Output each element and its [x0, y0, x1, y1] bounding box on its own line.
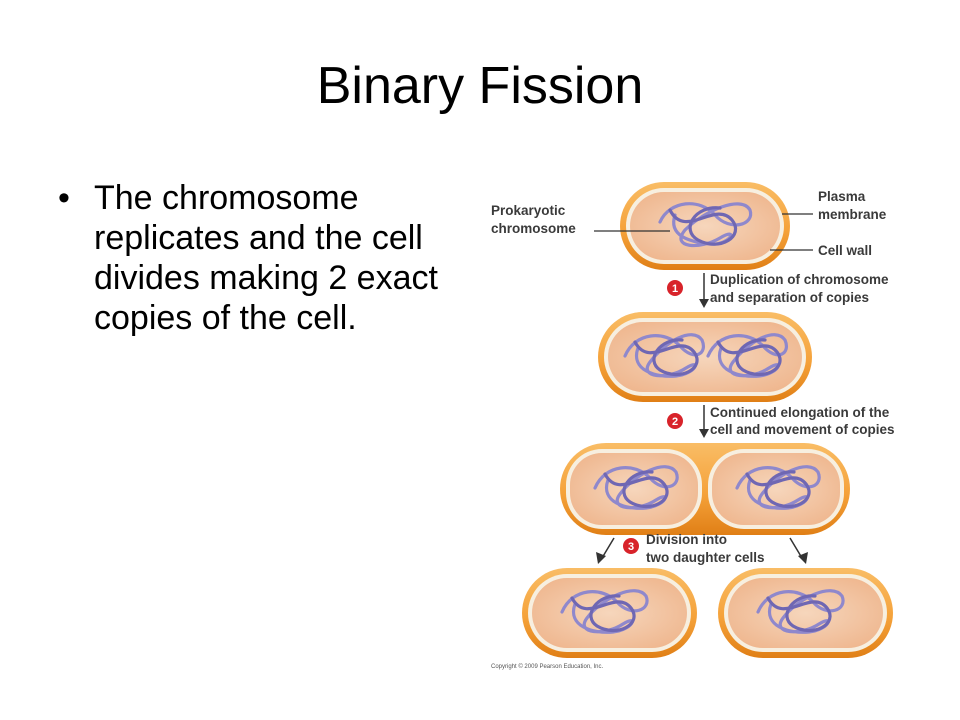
- label-plasma: Plasma: [818, 189, 866, 204]
- binary-fission-diagram: 1 2 3 Prokaryotic chromosome Plasma memb…: [470, 170, 950, 680]
- step-3-marker: 3: [623, 538, 639, 554]
- chromosome-tangle-left: [623, 333, 705, 378]
- step-3-line-2: two daughter cells: [646, 550, 765, 565]
- chromosome-tangle: [658, 202, 753, 248]
- label-chromosome: chromosome: [491, 221, 576, 236]
- bullet-list: • The chromosome replicates and the cell…: [58, 178, 448, 338]
- cytoplasm-shape: [630, 192, 780, 260]
- cytoplasm-shape: [532, 578, 687, 648]
- chromosome-tangle-right: [706, 333, 788, 378]
- chromosome-tangle: [756, 589, 845, 634]
- label-membrane: membrane: [818, 207, 887, 222]
- svg-text:3: 3: [628, 541, 634, 553]
- bullet-dot: •: [58, 179, 70, 217]
- leader-lines: [594, 213, 813, 251]
- slide-title: Binary Fission: [316, 57, 644, 115]
- cytoplasm-shape: [728, 578, 883, 648]
- arrow-step-3-right: [789, 537, 803, 559]
- label-cell-wall: Cell wall: [818, 243, 872, 258]
- daughter-cell-left: [522, 568, 697, 658]
- chromosome-tangle: [560, 589, 649, 634]
- step-2-line-1: Continued elongation of the: [710, 405, 890, 420]
- diagram-svg: 1 2 3 Prokaryotic chromosome Plasma memb…: [491, 182, 895, 670]
- cell-original: [620, 182, 790, 270]
- step-arrows: [596, 273, 808, 564]
- label-prokaryotic: Prokaryotic: [491, 203, 566, 218]
- step-2-line-2: cell and movement of copies: [710, 422, 895, 437]
- cytoplasm-right: [712, 453, 840, 525]
- daughter-cell-right: [718, 568, 893, 658]
- bullet-text: The chromosome replicates and the cell d…: [94, 179, 438, 337]
- cytoplasm-left: [570, 453, 698, 525]
- arrow-step-3-left: [601, 537, 615, 559]
- chromosome-tangle-right: [735, 465, 821, 510]
- svg-text:1: 1: [672, 283, 678, 295]
- copyright-note: Copyright © 2009 Pearson Education, Inc.: [491, 663, 603, 670]
- step-1-line-2: and separation of copies: [710, 290, 869, 305]
- step-1-line-1: Duplication of chromosome: [710, 272, 889, 287]
- step-2-marker: 2: [667, 413, 683, 429]
- cell-elongated: [560, 443, 850, 535]
- chromosome-tangle-left: [593, 465, 679, 510]
- cell-duplicating: [598, 312, 812, 402]
- step-1-marker: 1: [667, 280, 683, 296]
- step-3-line-1: Division into: [646, 532, 727, 547]
- svg-text:2: 2: [672, 416, 678, 428]
